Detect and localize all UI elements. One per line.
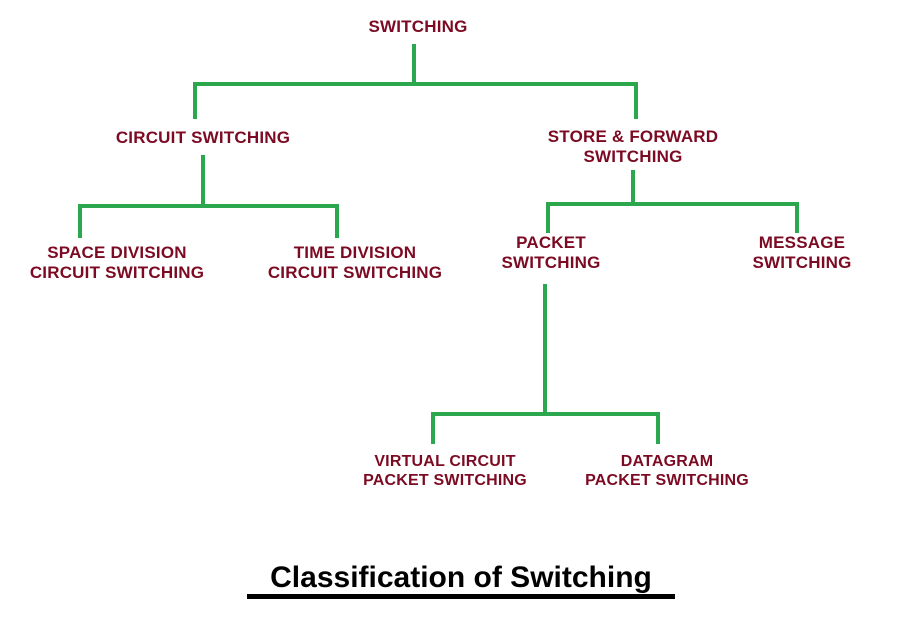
figure-title: Classification of Switching <box>270 561 652 594</box>
node-packet-switching: PACKET SWITCHING <box>501 233 601 273</box>
node-store-and-forward-switching: STORE & FORWARD SWITCHING <box>547 127 719 167</box>
node-circuit-switching: CIRCUIT SWITCHING <box>115 128 291 147</box>
connector-circuit-bar <box>78 204 339 208</box>
connector-store-forward-bar <box>546 202 799 206</box>
connector-packet-stem <box>543 284 547 416</box>
connector-circuit-left-drop <box>78 204 82 238</box>
connector-root-right-drop <box>634 82 638 119</box>
node-virtual-circuit-packet-switching: VIRTUAL CIRCUIT PACKET SWITCHING <box>363 453 527 490</box>
connector-store-forward-stem <box>631 170 635 205</box>
figure-title-underline <box>247 594 675 599</box>
connector-root-left-drop <box>193 82 197 119</box>
node-datagram-packet-switching: DATAGRAM PACKET SWITCHING <box>585 453 749 490</box>
node-message-switching: MESSAGE SWITCHING <box>752 233 852 273</box>
connector-store-forward-right-drop <box>795 202 799 233</box>
node-switching: SWITCHING <box>368 17 468 36</box>
connector-store-forward-left-drop <box>546 202 550 233</box>
connector-packet-bar <box>431 412 660 416</box>
connector-packet-left-drop <box>431 412 435 444</box>
connector-circuit-stem <box>201 155 205 206</box>
node-space-division-circuit-switching: SPACE DIVISION CIRCUIT SWITCHING <box>29 243 205 283</box>
connector-root-stem <box>412 44 416 84</box>
node-time-division-circuit-switching: TIME DIVISION CIRCUIT SWITCHING <box>267 243 443 283</box>
connector-root-bar <box>193 82 638 86</box>
connector-packet-right-drop <box>656 412 660 444</box>
connector-circuit-right-drop <box>335 204 339 238</box>
